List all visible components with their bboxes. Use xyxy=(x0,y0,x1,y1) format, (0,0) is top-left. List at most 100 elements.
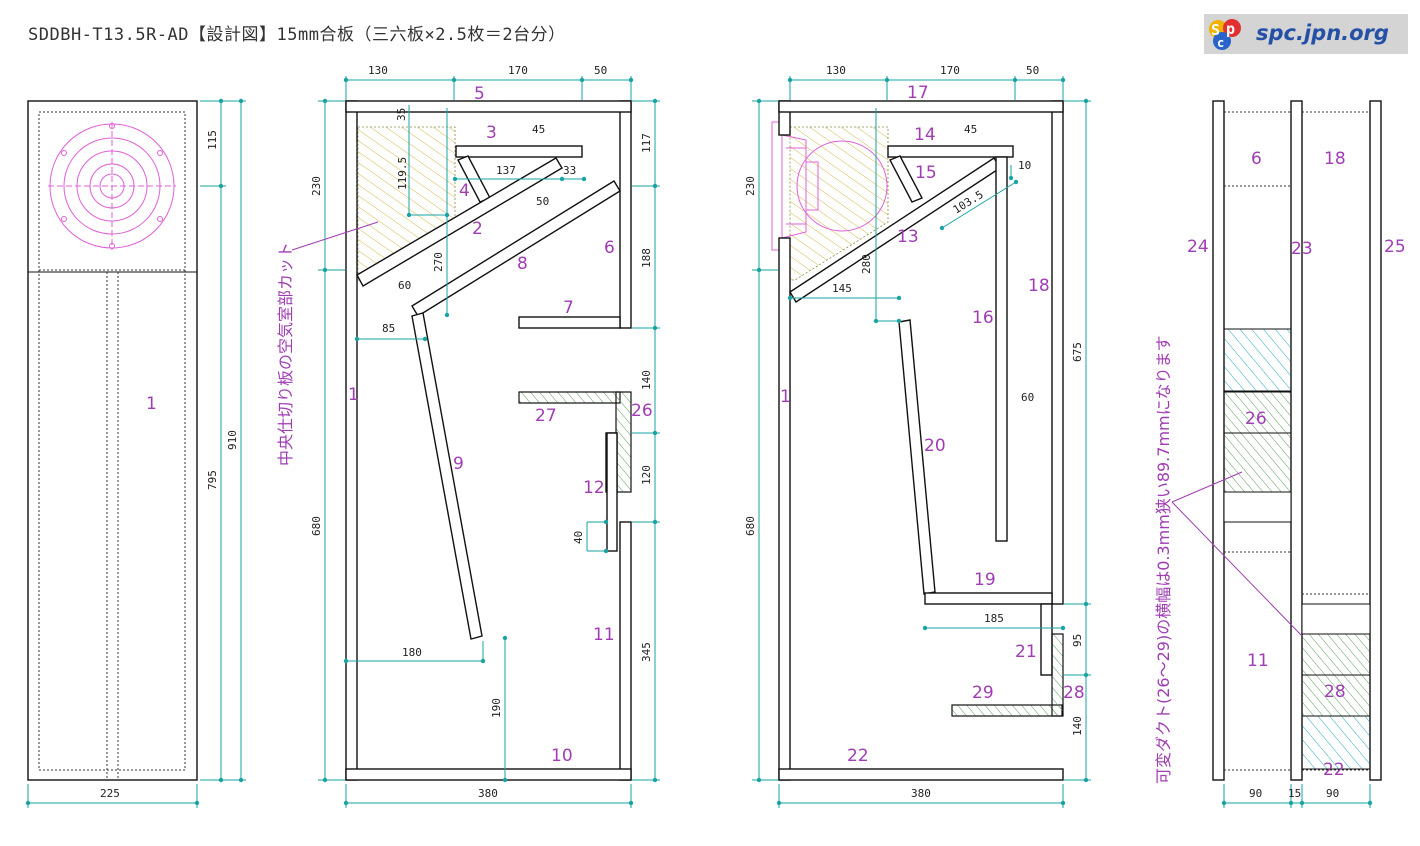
left-dim-137: 137 xyxy=(496,164,516,177)
side-part-18: 18 xyxy=(1324,149,1346,169)
r-panel-29 xyxy=(951,704,1063,717)
left-dim-140: 140 xyxy=(640,370,653,390)
right-dim-45: 45 xyxy=(964,123,977,136)
side-part-25: 25 xyxy=(1384,237,1406,257)
left-dim-33: 33 xyxy=(563,164,576,177)
right-part-20: 20 xyxy=(924,436,946,456)
air-chamber-cut xyxy=(357,126,456,281)
right-dim-10: 10 xyxy=(1018,159,1031,172)
left-part-4: 4 xyxy=(459,181,470,201)
front-inner-upper xyxy=(38,111,186,271)
panel-3 xyxy=(455,145,583,158)
side-part-28: 28 xyxy=(1324,682,1346,702)
left-dim-45: 45 xyxy=(532,123,545,136)
left-part-11: 11 xyxy=(593,625,615,645)
right-dim-top-a: 130 xyxy=(826,64,846,77)
panel-26 xyxy=(615,391,632,493)
panel-back-upper xyxy=(619,100,632,329)
left-part-8: 8 xyxy=(517,254,528,274)
side-part-24: 24 xyxy=(1187,237,1209,257)
r-panel-19 xyxy=(924,592,1053,605)
right-dim-675: 675 xyxy=(1071,342,1084,362)
panel-8 xyxy=(411,180,621,317)
left-part-7: 7 xyxy=(563,298,574,318)
left-dim-188: 188 xyxy=(640,248,653,268)
left-dim-top-c: 50 xyxy=(594,64,607,77)
front-lower-dim: 795 xyxy=(206,470,219,490)
left-dim-top-a: 130 xyxy=(368,64,388,77)
r-panel-20 xyxy=(898,319,936,595)
left-dim-40: 40 xyxy=(572,531,585,544)
right-part-18: 18 xyxy=(1028,276,1050,296)
right-dim-185: 185 xyxy=(984,612,1004,625)
side-duct-26 xyxy=(1223,391,1292,493)
side-dim-b: 15 xyxy=(1288,787,1301,800)
side-part-23: 23 xyxy=(1291,239,1313,259)
side-panel-24 xyxy=(1212,100,1225,781)
front-upper-dim: 115 xyxy=(206,130,219,150)
left-part-1: 1 xyxy=(348,385,359,405)
right-dim-230: 230 xyxy=(744,176,757,196)
left-dim-270: 270 xyxy=(432,252,445,272)
right-part-15: 15 xyxy=(915,163,937,183)
r-panel-back xyxy=(1051,100,1064,605)
right-dim-145: 145 xyxy=(832,282,852,295)
r-panel-21 xyxy=(1040,603,1053,676)
side-part-11: 11 xyxy=(1247,651,1269,671)
cut-note-leader xyxy=(291,221,379,251)
left-part-9: 9 xyxy=(453,454,464,474)
side-duct-blue-upper xyxy=(1223,328,1292,392)
right-dim-top-b: 170 xyxy=(940,64,960,77)
front-width-dim: 225 xyxy=(100,787,120,800)
section-right: 130 170 50 45 10 103.5 280 145 230 680 6… xyxy=(744,64,1091,808)
page-title: SDDBH-T13.5R-AD【設計図】15mm合板（三六板×2.5枚＝2台分） xyxy=(28,25,566,45)
air-chamber-region xyxy=(789,126,889,281)
driver-unit-icon xyxy=(48,122,176,250)
panel-12-board xyxy=(606,432,618,552)
r-panel-28 xyxy=(1051,633,1064,717)
site-logo[interactable]: S p c spc.jpn.org xyxy=(1204,14,1408,54)
left-part-6: 6 xyxy=(604,238,615,258)
left-dim-35: 35 xyxy=(395,108,408,121)
side-panel-25 xyxy=(1369,100,1382,781)
right-part-29: 29 xyxy=(972,683,994,703)
r-panel-bottom xyxy=(778,768,1064,781)
panel-2 xyxy=(356,157,563,287)
panel-7 xyxy=(518,316,621,329)
r-panel-front-lower xyxy=(778,237,791,781)
duct-note-leader-b xyxy=(1171,501,1303,637)
left-dim-119: 119.5 xyxy=(396,157,409,190)
right-dim-95: 95 xyxy=(1071,634,1084,647)
logo-text: spc.jpn.org xyxy=(1256,21,1389,45)
left-dim-680: 680 xyxy=(310,516,323,536)
left-dim-60: 60 xyxy=(398,279,411,292)
right-part-16: 16 xyxy=(972,308,994,328)
panel-bottom xyxy=(345,768,632,781)
left-dim-345: 345 xyxy=(640,642,653,662)
left-part-12: 12 xyxy=(583,478,605,498)
section-left: 130 170 50 35 45 119.5 137 33 50 270 60 … xyxy=(291,64,660,808)
duct-note-leader-a xyxy=(1171,471,1243,503)
panel-9 xyxy=(411,312,483,640)
driver-side-icon xyxy=(771,121,888,251)
right-dims xyxy=(752,76,1091,808)
right-part-13: 13 xyxy=(897,227,919,247)
right-dim-width: 380 xyxy=(911,787,931,800)
left-part-10: 10 xyxy=(551,746,573,766)
side-dim-c: 90 xyxy=(1326,787,1339,800)
right-part-21: 21 xyxy=(1015,642,1037,662)
right-part-28: 28 xyxy=(1063,683,1085,703)
side-dim-a: 90 xyxy=(1249,787,1262,800)
right-part-1: 1 xyxy=(780,387,791,407)
right-dim-top-c: 50 xyxy=(1026,64,1039,77)
right-dim-140: 140 xyxy=(1071,716,1084,736)
side-panel-23 xyxy=(1290,100,1303,781)
left-dim-180: 180 xyxy=(402,646,422,659)
right-part-14: 14 xyxy=(914,125,936,145)
r-panel-15 xyxy=(889,155,923,203)
left-part-3: 3 xyxy=(486,123,497,143)
side-part-6: 6 xyxy=(1251,149,1262,169)
svg-text:S: S xyxy=(1211,21,1220,39)
front-part-label: 1 xyxy=(146,394,157,414)
left-dims xyxy=(318,76,660,808)
